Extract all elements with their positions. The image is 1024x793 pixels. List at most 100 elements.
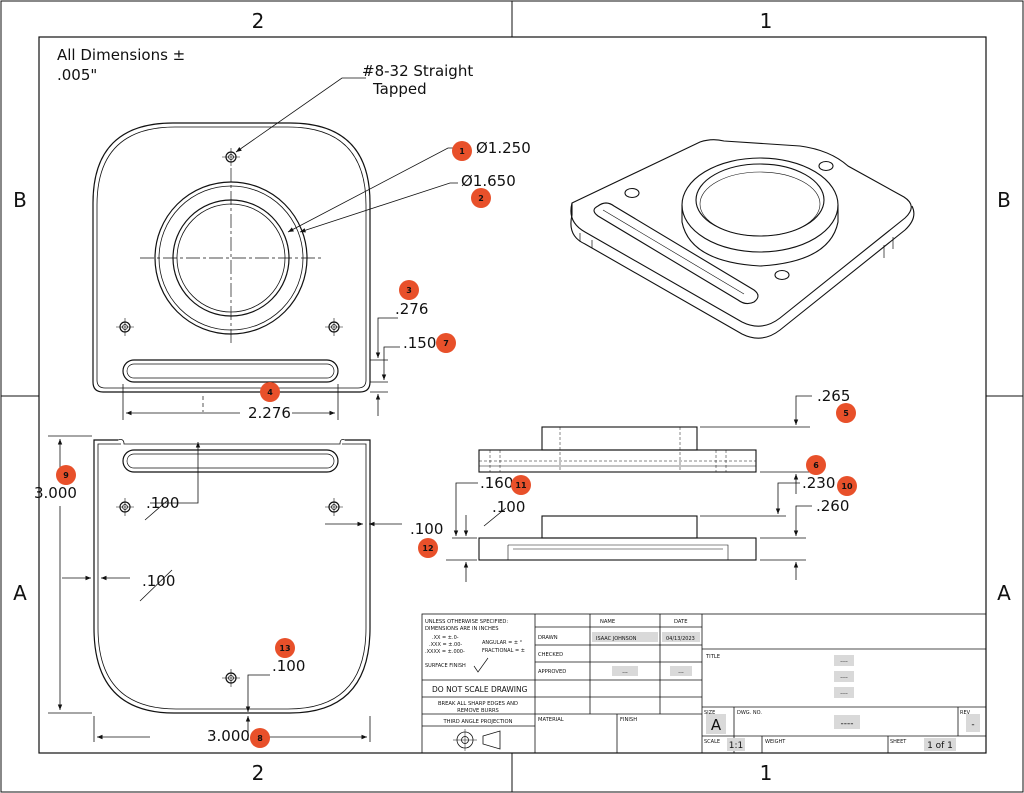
dim-100-inner: .100 bbox=[146, 494, 179, 512]
svg-text:9: 9 bbox=[63, 471, 69, 480]
dim-dia-1250: Ø1.250 bbox=[476, 139, 531, 157]
svg-text:8: 8 bbox=[257, 734, 263, 743]
tb-unless-line1: UNLESS OTHERWISE SPECIFIED: bbox=[425, 619, 508, 625]
tb-surface-finish: SURFACE FINISH bbox=[425, 663, 466, 669]
svg-text:1: 1 bbox=[459, 147, 465, 156]
dim-100-left: .100 bbox=[142, 572, 175, 590]
tapped-hole-note-line1: #8-32 Straight bbox=[362, 62, 473, 80]
tb-tol-xxxx: .XXXX = ±.000- bbox=[425, 649, 465, 655]
balloon-8: 8 bbox=[250, 728, 270, 748]
tb-title-value-2: ---- bbox=[840, 675, 848, 681]
tb-drawn-name: ISAAC JOHNSON bbox=[596, 636, 637, 642]
general-note-line1: All Dimensions ± bbox=[57, 46, 185, 64]
tb-title-value-1: ---- bbox=[840, 659, 848, 665]
tb-approved-date: --- bbox=[678, 670, 684, 676]
tb-approved-name: --- bbox=[622, 670, 628, 676]
tb-weight-label: WEIGHT bbox=[765, 739, 786, 745]
tb-checked-label: CHECKED bbox=[538, 652, 563, 658]
tb-scale-label: SCALE bbox=[704, 739, 720, 745]
tb-projection: THIRD ANGLE PROJECTION bbox=[442, 719, 512, 725]
dim-3000-height: 3.000 bbox=[34, 484, 77, 502]
svg-text:7: 7 bbox=[443, 339, 449, 348]
svg-text:12: 12 bbox=[422, 544, 433, 553]
tb-tol-xxx: .XXX = ±.00- bbox=[429, 642, 462, 648]
dim-2276: 2.276 bbox=[248, 404, 291, 422]
zone-left-b: B bbox=[13, 188, 27, 212]
general-note-line2: .005" bbox=[57, 66, 97, 84]
tb-title-value-3: ---- bbox=[840, 691, 848, 697]
balloon-2: 2 bbox=[471, 188, 491, 208]
side-view-lower bbox=[478, 515, 757, 561]
bottom-view-dimensions bbox=[48, 435, 402, 742]
zone-left-a: A bbox=[13, 581, 27, 605]
bottom-view bbox=[93, 439, 371, 714]
tb-name-header: NAME bbox=[600, 619, 615, 625]
tb-title-label: TITLE bbox=[705, 654, 720, 660]
balloon-9: 9 bbox=[56, 465, 76, 485]
balloon-4: 4 bbox=[260, 382, 280, 402]
tb-dwg-value: ---- bbox=[841, 719, 854, 729]
tb-size-label: SIZE bbox=[704, 710, 715, 716]
balloon-7: 7 bbox=[436, 333, 456, 353]
tb-drawn-label: DRAWN bbox=[538, 635, 558, 641]
dim-230: .230 bbox=[802, 474, 835, 492]
zone-right-b: B bbox=[997, 188, 1011, 212]
dim-100-right: .100 bbox=[410, 520, 443, 538]
tb-scale-value: 1:1 bbox=[729, 741, 743, 751]
tb-material-label: MATERIAL bbox=[538, 717, 564, 723]
svg-text:3: 3 bbox=[406, 286, 412, 295]
tb-rev-label: REV bbox=[960, 710, 971, 716]
tb-finish-label: FINISH bbox=[620, 717, 637, 723]
svg-text:4: 4 bbox=[267, 388, 273, 397]
title-block-text: UNLESS OTHERWISE SPECIFIED: DIMENSIONS A… bbox=[425, 619, 975, 751]
tb-angular: ANGULAR = ± ° bbox=[482, 640, 523, 646]
tb-rev-value: - bbox=[971, 720, 974, 730]
dim-265: .265 bbox=[817, 387, 850, 405]
dim-100-bottom: .100 bbox=[272, 657, 305, 675]
svg-text:10: 10 bbox=[841, 482, 853, 491]
tb-date-header: DATE bbox=[674, 619, 688, 625]
balloon-11: 11 bbox=[511, 475, 531, 495]
zone-top-1: 1 bbox=[760, 9, 773, 33]
dim-260: .260 bbox=[816, 497, 849, 515]
side-view-upper bbox=[478, 426, 757, 473]
svg-text:11: 11 bbox=[515, 481, 527, 490]
dim-100-side: .100 bbox=[492, 498, 525, 516]
surface-finish-icon bbox=[473, 657, 489, 673]
tb-fractional: FRACTIONAL = ± bbox=[482, 648, 525, 654]
tb-sheet-value: 1 of 1 bbox=[927, 741, 953, 751]
zone-top-2: 2 bbox=[252, 9, 265, 33]
balloon-6: 6 bbox=[806, 455, 826, 475]
tb-break-edges-line1: BREAK ALL SHARP EDGES AND bbox=[438, 701, 518, 707]
top-view bbox=[92, 122, 371, 412]
dim-dia-1650: Ø1.650 bbox=[461, 172, 516, 190]
tb-tol-xx: .XX = ±.0- bbox=[432, 635, 459, 641]
tb-break-edges-line2: REMOVE BURRS bbox=[457, 708, 499, 714]
tapped-hole-note-line2: Tapped bbox=[372, 80, 427, 98]
svg-text:5: 5 bbox=[843, 409, 849, 418]
balloon-12: 12 bbox=[418, 538, 438, 558]
dim-150: .150 bbox=[403, 334, 436, 352]
tb-dwg-label: DWG. NO. bbox=[737, 710, 762, 716]
tb-sheet-label: SHEET bbox=[890, 739, 907, 745]
third-angle-projection-icon bbox=[453, 729, 501, 751]
isometric-view bbox=[570, 139, 915, 339]
tb-unless-line2: DIMENSIONS ARE IN INCHES bbox=[425, 626, 499, 632]
balloons: 1 2 3 4 5 6 7 8 9 10 11 12 13 bbox=[56, 141, 857, 748]
svg-text:6: 6 bbox=[813, 461, 819, 470]
tb-approved-label: APPROVED bbox=[538, 669, 566, 675]
zone-right-a: A bbox=[997, 581, 1011, 605]
zone-bottom-1: 1 bbox=[760, 761, 773, 785]
balloon-1: 1 bbox=[452, 141, 472, 161]
title-block bbox=[421, 613, 987, 754]
title-block-highlights bbox=[592, 632, 980, 751]
balloon-5: 5 bbox=[836, 403, 856, 423]
tb-drawn-date: 04/13/2023 bbox=[666, 636, 695, 642]
balloon-10: 10 bbox=[837, 476, 857, 496]
side-view-dimensions bbox=[446, 395, 812, 582]
dim-276: .276 bbox=[395, 300, 428, 318]
dim-3000-width: 3.000 bbox=[207, 727, 250, 745]
